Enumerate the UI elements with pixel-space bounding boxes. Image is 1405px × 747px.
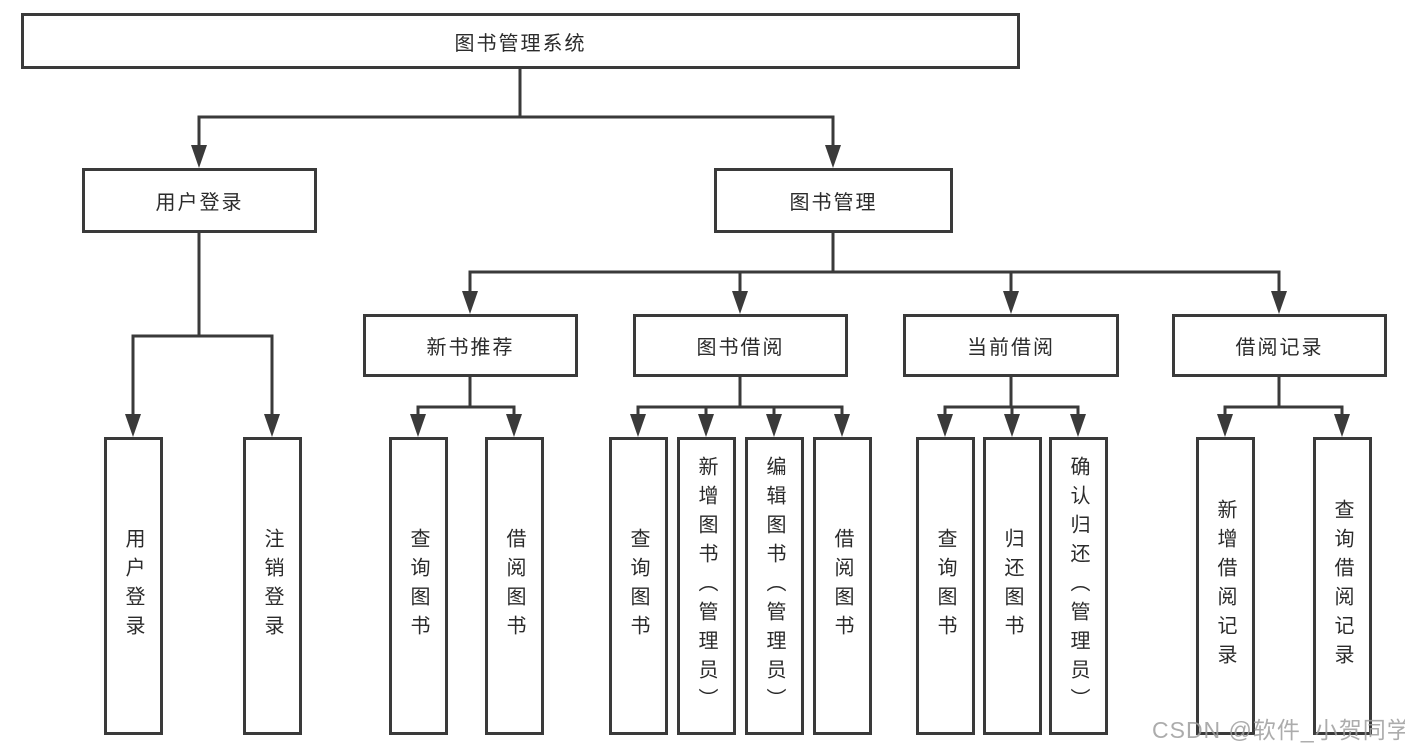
leaf-edit-book-admin-label: 编辑图书（管理员）	[763, 455, 785, 717]
node-book-management: 图书管理	[714, 168, 953, 233]
node-current-borrowing: 当前借阅	[903, 314, 1119, 377]
leaf-user-login-label: 用户登录	[122, 528, 144, 644]
leaf-query-borrow-record: 查询借阅记录	[1313, 437, 1372, 735]
node-book-management-label: 图书管理	[789, 192, 878, 214]
node-root: 图书管理系统	[21, 13, 1020, 69]
leaf-add-book-admin-label: 新增图书（管理员）	[695, 455, 717, 717]
node-user-login: 用户登录	[82, 168, 317, 233]
node-root-label: 图书管理系统	[454, 32, 587, 55]
leaf-recommend-borrow-book-label: 借阅图书	[503, 528, 525, 644]
leaf-logout-label: 注销登录	[261, 528, 283, 644]
leaf-borrowing-query-book: 查询图书	[609, 437, 668, 735]
leaf-add-book-admin: 新增图书（管理员）	[677, 437, 736, 735]
leaf-recommend-borrow-book: 借阅图书	[485, 437, 544, 735]
node-current-borrowing-label: 当前借阅	[967, 337, 1055, 359]
leaf-current-query-book: 查询图书	[916, 437, 975, 735]
leaf-borrowing-borrow-book: 借阅图书	[813, 437, 872, 735]
leaf-recommend-query-book: 查询图书	[389, 437, 448, 735]
leaf-confirm-return-admin-label: 确认归还（管理员）	[1067, 455, 1089, 717]
node-book-borrowing: 图书借阅	[633, 314, 848, 377]
leaf-logout: 注销登录	[243, 437, 302, 735]
leaf-return-book-label: 归还图书	[1001, 528, 1023, 644]
leaf-recommend-query-book-label: 查询图书	[407, 528, 429, 644]
node-book-borrowing-label: 图书借阅	[696, 337, 785, 359]
node-new-book-recommend-label: 新书推荐	[426, 337, 515, 359]
leaf-current-query-book-label: 查询图书	[934, 528, 956, 644]
leaf-user-login: 用户登录	[104, 437, 163, 735]
node-borrowing-records: 借阅记录	[1172, 314, 1387, 377]
leaf-confirm-return-admin: 确认归还（管理员）	[1049, 437, 1108, 735]
node-new-book-recommend: 新书推荐	[363, 314, 578, 377]
leaf-add-borrow-record-label: 新增借阅记录	[1214, 499, 1236, 673]
leaf-edit-book-admin: 编辑图书（管理员）	[745, 437, 804, 735]
leaf-return-book: 归还图书	[983, 437, 1042, 735]
leaf-borrowing-query-book-label: 查询图书	[627, 528, 649, 644]
leaf-add-borrow-record: 新增借阅记录	[1196, 437, 1255, 735]
leaf-borrowing-borrow-book-label: 借阅图书	[831, 528, 853, 644]
node-borrowing-records-label: 借阅记录	[1235, 337, 1324, 359]
node-user-login-label: 用户登录	[155, 192, 244, 214]
leaf-query-borrow-record-label: 查询借阅记录	[1331, 499, 1353, 673]
